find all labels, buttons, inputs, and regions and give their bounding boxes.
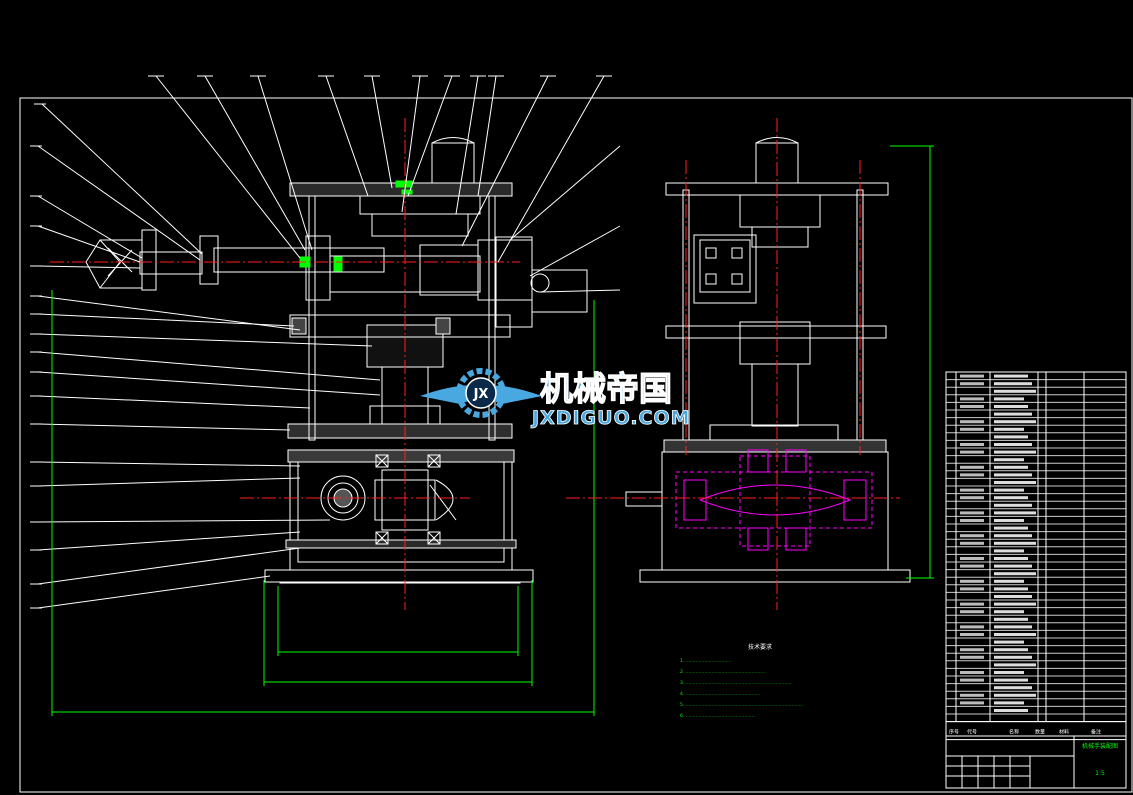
front-view-centerlines: [50, 118, 520, 610]
dimension-lines: [51, 290, 595, 716]
notes-line: 4. .....................................…: [680, 691, 760, 697]
notes-line: 2. .....................................…: [680, 669, 766, 675]
side-view: [566, 118, 934, 610]
drawing-name: 机械手装配图: [1082, 742, 1118, 750]
drawing-scale: 1:5: [1095, 770, 1105, 777]
parts-list-header-cell: 材料: [1059, 729, 1069, 736]
notes-line: 6. .....................................…: [680, 713, 756, 719]
watermark-url: JXDIGUO.COM: [530, 407, 691, 429]
parts-list-header-cell: 名称: [1009, 729, 1019, 736]
parts-list-header-cell: 代号: [967, 729, 977, 736]
notes-line: 5. .....................................…: [680, 702, 803, 708]
parts-list-header-cell: 数量: [1035, 729, 1045, 736]
parts-list: 序号 代号 名称 数量 材料 备注: [945, 371, 1127, 741]
watermark-name: 机械帝国: [540, 369, 672, 408]
parts-list-header-cell: 备注: [1091, 729, 1101, 736]
notes-line: 1. ................................: [680, 658, 732, 664]
front-view: [30, 75, 621, 716]
hidden-gear-lines: [675, 449, 873, 551]
technical-notes: 技术要求 1. ................................ 2…: [680, 643, 803, 719]
side-view-centerlines: [566, 118, 900, 610]
watermark-emblem: JX: [473, 387, 489, 402]
balloon-leaders: [30, 75, 621, 609]
title-block: 机械手装配图 1:5: [945, 735, 1127, 789]
drawing-border: [19, 97, 1133, 793]
parts-list-header: 序号 代号 名称 数量 材料 备注: [945, 721, 1127, 741]
notes-line: 3. .....................................…: [680, 680, 792, 686]
parts-list-header-cell: 序号: [949, 729, 959, 736]
notes-title: 技术要求: [748, 643, 772, 651]
